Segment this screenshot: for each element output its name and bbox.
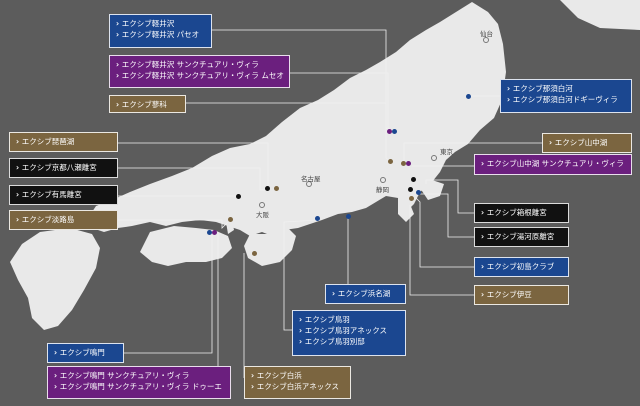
hotel-name: エクシブ湯河原離宮	[481, 231, 562, 242]
karuizawa-marker[interactable]	[392, 129, 397, 134]
kii-peninsula	[244, 228, 296, 266]
hotel-box-kyoto[interactable]: エクシブ京都八瀬離宮	[9, 158, 118, 178]
hotel-name: エクシブ軽井沢	[116, 18, 205, 29]
honshu-landmass	[88, 2, 506, 236]
nasu-marker[interactable]	[466, 94, 471, 99]
hotel-box-awajishima[interactable]: エクシブ淡路島	[9, 210, 118, 230]
tateshina-marker[interactable]	[388, 159, 393, 164]
hamanako-marker[interactable]	[346, 214, 351, 219]
hotel-name: エクシブ軽井沢 サンクチュアリ・ヴィラ	[116, 59, 283, 70]
hotel-name: エクシブ浜名湖	[332, 288, 399, 299]
leader-lines	[118, 29, 542, 378]
hotel-name: エクシブ山中湖 サンクチュアリ・ヴィラ	[481, 158, 625, 169]
nagoya-marker	[306, 181, 312, 187]
kyoto-marker[interactable]	[265, 186, 270, 191]
hotel-name: エクシブ箱根離宮	[481, 207, 562, 218]
hotel-box-yamanakako-villa[interactable]: エクシブ山中湖 サンクチュアリ・ヴィラ	[474, 154, 632, 175]
naruto-marker[interactable]	[207, 230, 212, 235]
hotel-name: エクシブ那須白河ドギーヴィラ	[507, 94, 625, 105]
hotel-name: エクシブ初島クラブ	[481, 261, 562, 272]
hotel-name: エクシブ鳥羽別邸	[299, 336, 399, 347]
karuizawa-villa-marker[interactable]	[387, 129, 392, 134]
awajishima-marker[interactable]	[228, 217, 233, 222]
city-label-tokyo: 東京	[440, 148, 453, 156]
hotel-box-shirahama[interactable]: エクシブ白浜 エクシブ白浜アネックス	[244, 366, 351, 399]
arima-marker[interactable]	[236, 194, 241, 199]
shikoku-landmass	[140, 226, 232, 266]
city-markers	[259, 37, 489, 208]
sendai-marker	[483, 37, 489, 43]
hotel-box-arima[interactable]: エクシブ有馬離宮	[9, 185, 118, 205]
hotel-box-karuizawa[interactable]: エクシブ軽井沢 エクシブ軽井沢 パセオ	[109, 14, 212, 48]
hokkaido-landmass	[560, 0, 640, 30]
shizuoka-marker	[380, 177, 386, 183]
hotel-name: エクシブ白浜アネックス	[251, 381, 344, 392]
hotel-box-nasu[interactable]: エクシブ那須白河 エクシブ那須白河ドギーヴィラ	[500, 79, 632, 113]
izu-marker[interactable]	[409, 196, 414, 201]
hotel-name: エクシブ軽井沢 パセオ	[116, 29, 205, 40]
hotel-box-yugawara[interactable]: エクシブ湯河原離宮	[474, 227, 569, 247]
hotel-box-hakone[interactable]: エクシブ箱根離宮	[474, 203, 569, 223]
city-label-sendai: 仙台	[480, 30, 493, 38]
yamanakako-villa-marker[interactable]	[406, 161, 411, 166]
hotel-name: エクシブ琵琶湖	[16, 136, 111, 147]
yamanakako-marker[interactable]	[401, 161, 406, 166]
hotel-name: エクシブ有馬離宮	[16, 189, 111, 200]
shirahama-marker[interactable]	[252, 251, 257, 256]
biwako-marker[interactable]	[274, 186, 279, 191]
hotel-name: エクシブ京都八瀬離宮	[16, 162, 111, 173]
awaji-island	[226, 220, 234, 234]
hakone-marker[interactable]	[411, 177, 416, 182]
hotel-box-naruto[interactable]: エクシブ鳴門	[47, 343, 124, 363]
hotel-box-toba[interactable]: エクシブ鳥羽 エクシブ鳥羽アネックス エクシブ鳥羽別邸	[292, 310, 406, 356]
hotel-box-tateshina[interactable]: エクシブ蓼科	[109, 95, 186, 113]
hotel-name: エクシブ蓼科	[116, 99, 179, 110]
hotel-name: エクシブ鳥羽	[299, 314, 399, 325]
city-label-osaka: 大阪	[256, 211, 269, 219]
osaka-marker	[259, 202, 265, 208]
yugawara-marker[interactable]	[408, 187, 413, 192]
boso-peninsula	[420, 180, 444, 200]
hotel-box-hatsushima[interactable]: エクシブ初島クラブ	[474, 257, 569, 277]
hotel-name: エクシブ鳴門 サンクチュアリ・ヴィラ	[54, 370, 224, 381]
hotel-name: エクシブ白浜	[251, 370, 344, 381]
city-label-nagoya: 名古屋	[301, 175, 321, 183]
hotel-box-karuizawa-villa[interactable]: エクシブ軽井沢 サンクチュアリ・ヴィラ エクシブ軽井沢 サンクチュアリ・ヴィラ …	[109, 55, 290, 88]
hotel-box-biwako[interactable]: エクシブ琵琶湖	[9, 132, 118, 152]
hotel-box-naruto-villa[interactable]: エクシブ鳴門 サンクチュアリ・ヴィラ エクシブ鳴門 サンクチュアリ・ヴィラ ドゥ…	[47, 366, 231, 399]
hotel-name: エクシブ鳥羽アネックス	[299, 325, 399, 336]
hatsushima-marker[interactable]	[416, 190, 421, 195]
hotel-name: エクシブ山中湖	[549, 137, 625, 148]
hotel-name: エクシブ淡路島	[16, 214, 111, 225]
hotel-name: エクシブ軽井沢 サンクチュアリ・ヴィラ ムセオ	[116, 70, 284, 81]
hotel-box-yamanakako[interactable]: エクシブ山中湖	[542, 133, 632, 153]
naruto-villa-marker[interactable]	[212, 230, 217, 235]
hotel-name: エクシブ伊豆	[481, 289, 562, 300]
tokyo-marker	[431, 155, 437, 161]
hotel-name: エクシブ那須白河	[507, 83, 625, 94]
kyushu-landmass	[10, 228, 100, 330]
city-label-shizuoka: 静岡	[376, 186, 389, 194]
hotel-box-izu[interactable]: エクシブ伊豆	[474, 285, 569, 305]
hotel-name: エクシブ鳴門 サンクチュアリ・ヴィラ ドゥーエ	[54, 381, 224, 392]
toba-marker[interactable]	[315, 216, 320, 221]
hotel-box-hamanako[interactable]: エクシブ浜名湖	[325, 284, 406, 304]
hotel-name: エクシブ鳴門	[54, 347, 117, 358]
